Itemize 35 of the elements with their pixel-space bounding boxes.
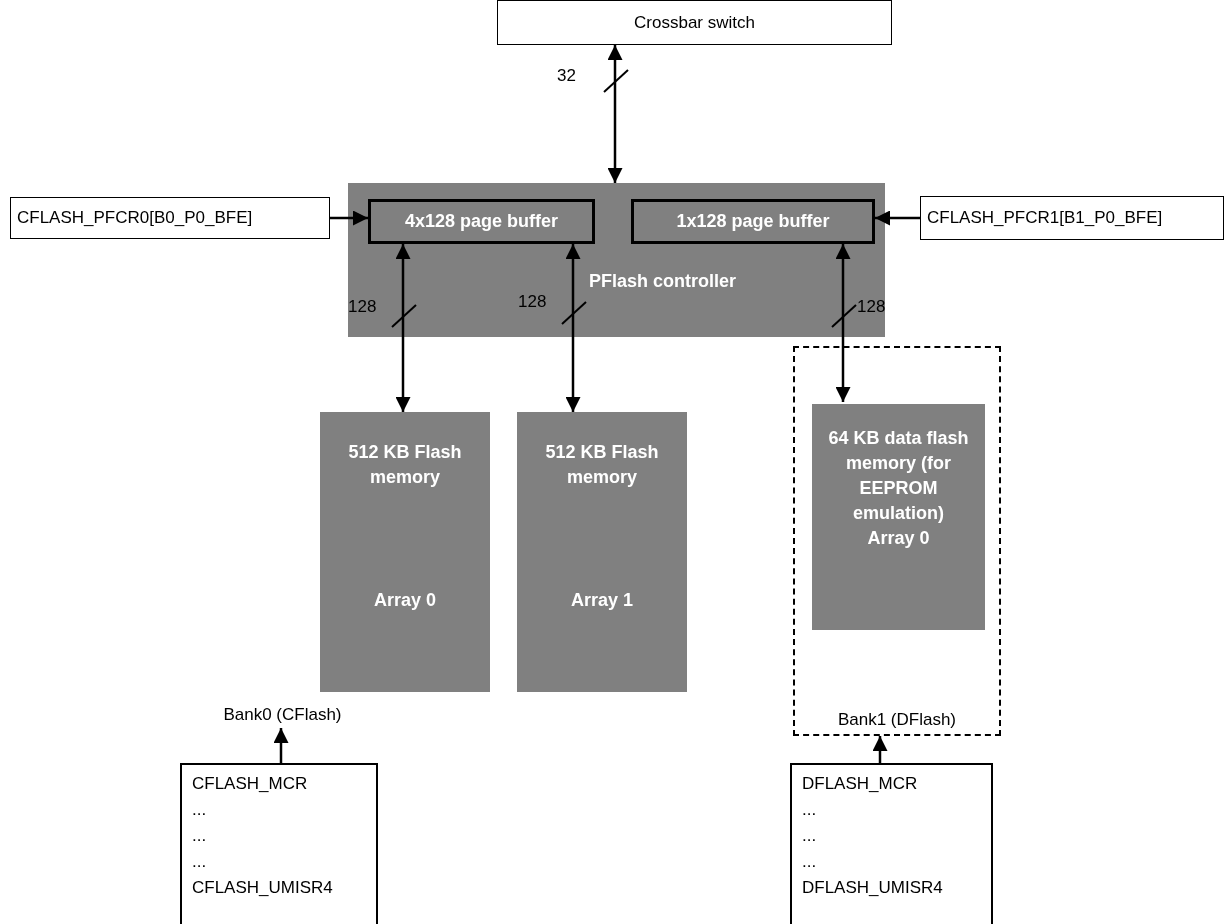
register-list-box	[180, 763, 378, 924]
register-box: CFLASH_PFCR1[B1_P0_BFE]	[920, 196, 1224, 240]
memory-title: 512 KB Flash memory	[544, 441, 660, 489]
bus-width-label: 128	[518, 292, 547, 312]
controller-block	[348, 183, 885, 337]
register-name: ...	[191, 851, 208, 873]
register-name: ...	[801, 851, 818, 873]
register-name: DFLASH_MCR	[801, 773, 919, 795]
block-label: PFlash controller	[588, 271, 738, 292]
register-name: ...	[801, 825, 818, 847]
page-buffer-box: 4x128 page buffer	[368, 199, 595, 244]
register-name: DFLASH_UMISR4	[801, 877, 944, 899]
bus-width-label: 128	[348, 297, 377, 317]
crossbar-box: Crossbar switch	[497, 0, 892, 45]
register-name: ...	[191, 825, 208, 847]
register-name: ...	[191, 799, 208, 821]
memory-title: 512 KB Flash memory	[347, 441, 463, 489]
bus-width-label: 128	[857, 297, 886, 317]
register-list-box	[790, 763, 993, 924]
register-box: CFLASH_PFCR0[B0_P0_BFE]	[10, 197, 330, 239]
flash-array-block	[812, 404, 985, 630]
bank-label: Bank0 (CFlash)	[195, 702, 370, 728]
array-label: Array 1	[569, 589, 634, 612]
register-name: ...	[801, 799, 818, 821]
memory-title: 64 KB data flash memory (for EEPROM emulation)	[827, 427, 970, 525]
register-name: CFLASH_MCR	[191, 773, 309, 795]
flash-array-block	[320, 412, 490, 692]
array-label: Array 0	[866, 527, 931, 550]
page-buffer-box: 1x128 page buffer	[631, 199, 875, 244]
bank-dashed-box	[793, 346, 1001, 736]
bank-label: Bank1 (DFlash)	[836, 710, 958, 730]
flash-array-block	[517, 412, 687, 692]
array-label: Array 0	[372, 589, 437, 612]
register-name: CFLASH_UMISR4	[191, 877, 334, 899]
bus-width-label: 32	[557, 66, 576, 86]
